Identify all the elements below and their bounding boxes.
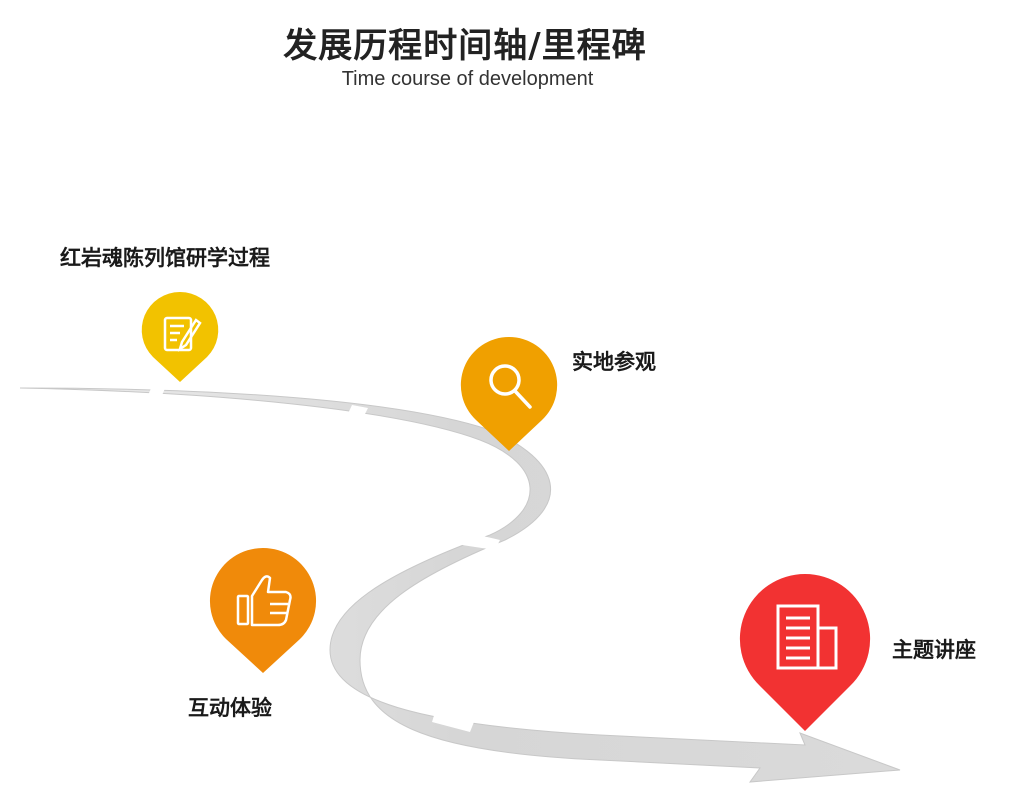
page-subtitle: Time course of development — [341, 68, 594, 90]
road-gap-4 — [432, 702, 478, 732]
milestone-label-2: 实地参观 — [572, 350, 656, 374]
road-gap-1 — [146, 386, 166, 400]
road-gap-2 — [345, 405, 368, 424]
milestone-label-1: 红岩魂陈列馆研学过程 — [60, 246, 270, 270]
milestone-label-3: 互动体验 — [188, 696, 272, 720]
page-title: 发展历程时间轴/里程碑 — [283, 26, 647, 66]
road-gap-3 — [462, 533, 500, 550]
milestone-label-4: 主题讲座 — [892, 638, 976, 662]
